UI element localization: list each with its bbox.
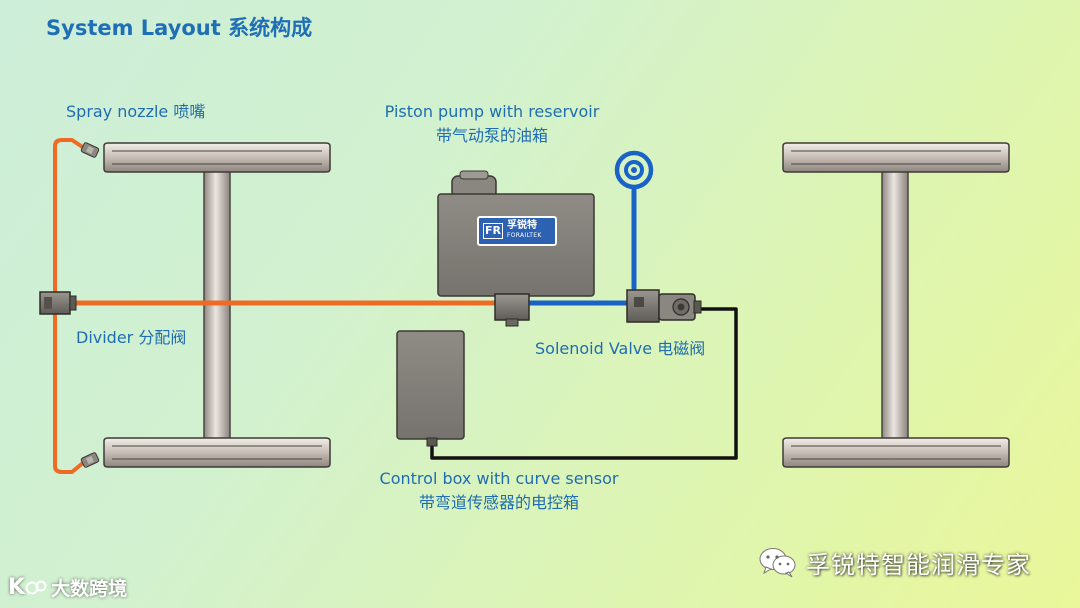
control-box	[396, 330, 465, 447]
right-axle	[881, 167, 909, 441]
oil-line-to-top-nozzle	[53, 138, 86, 300]
logo-cn-text: 孚锐特	[506, 220, 537, 231]
control-box-label-en: Control box with curve sensor	[379, 469, 619, 488]
spray-nozzle-bottom	[80, 452, 100, 468]
logo-en-text: FORAILTEK	[506, 232, 542, 239]
left-top-wheel	[103, 142, 331, 173]
divider-block	[39, 291, 77, 315]
air-inlet-icon	[614, 150, 654, 190]
right-top-wheel	[782, 142, 1010, 173]
air-lines	[525, 187, 637, 306]
signal-cable	[430, 307, 738, 460]
source-watermark-text: 大数跨境	[51, 577, 128, 600]
kk-logo-icon: K	[8, 575, 47, 600]
pump-label-en: Piston pump with reservoir	[384, 102, 600, 121]
right-bottom-wheel	[782, 437, 1010, 468]
spray-nozzle-label: Spray nozzle 喷嘴	[66, 102, 206, 121]
brand-logo: FR 孚锐特 FORAILTEK	[477, 216, 557, 246]
oil-line-to-bottom-nozzle	[53, 310, 86, 474]
logo-mark: FR	[483, 223, 503, 239]
control-box-label-cn: 带弯道传感器的电控箱	[418, 493, 580, 512]
source-watermark: K 大数跨境	[8, 570, 127, 604]
solenoid-valve	[626, 289, 702, 323]
spray-nozzle-top	[80, 142, 100, 158]
divider-label: Divider 分配阀	[76, 328, 187, 347]
solenoid-valve-label: Solenoid Valve 电磁阀	[535, 339, 706, 358]
pump-label-cn: 带气动泵的油箱	[435, 126, 549, 145]
oil-lines	[53, 138, 501, 474]
pump-block	[494, 293, 530, 321]
right-wheelset	[782, 142, 1010, 468]
page-title: System Layout 系统构成	[46, 16, 313, 40]
wechat-watermark: 孚锐特智能润滑专家	[758, 542, 1031, 582]
wechat-icon	[759, 548, 796, 578]
wechat-account-name: 孚锐特智能润滑专家	[806, 550, 1031, 579]
left-bottom-wheel	[103, 437, 331, 468]
